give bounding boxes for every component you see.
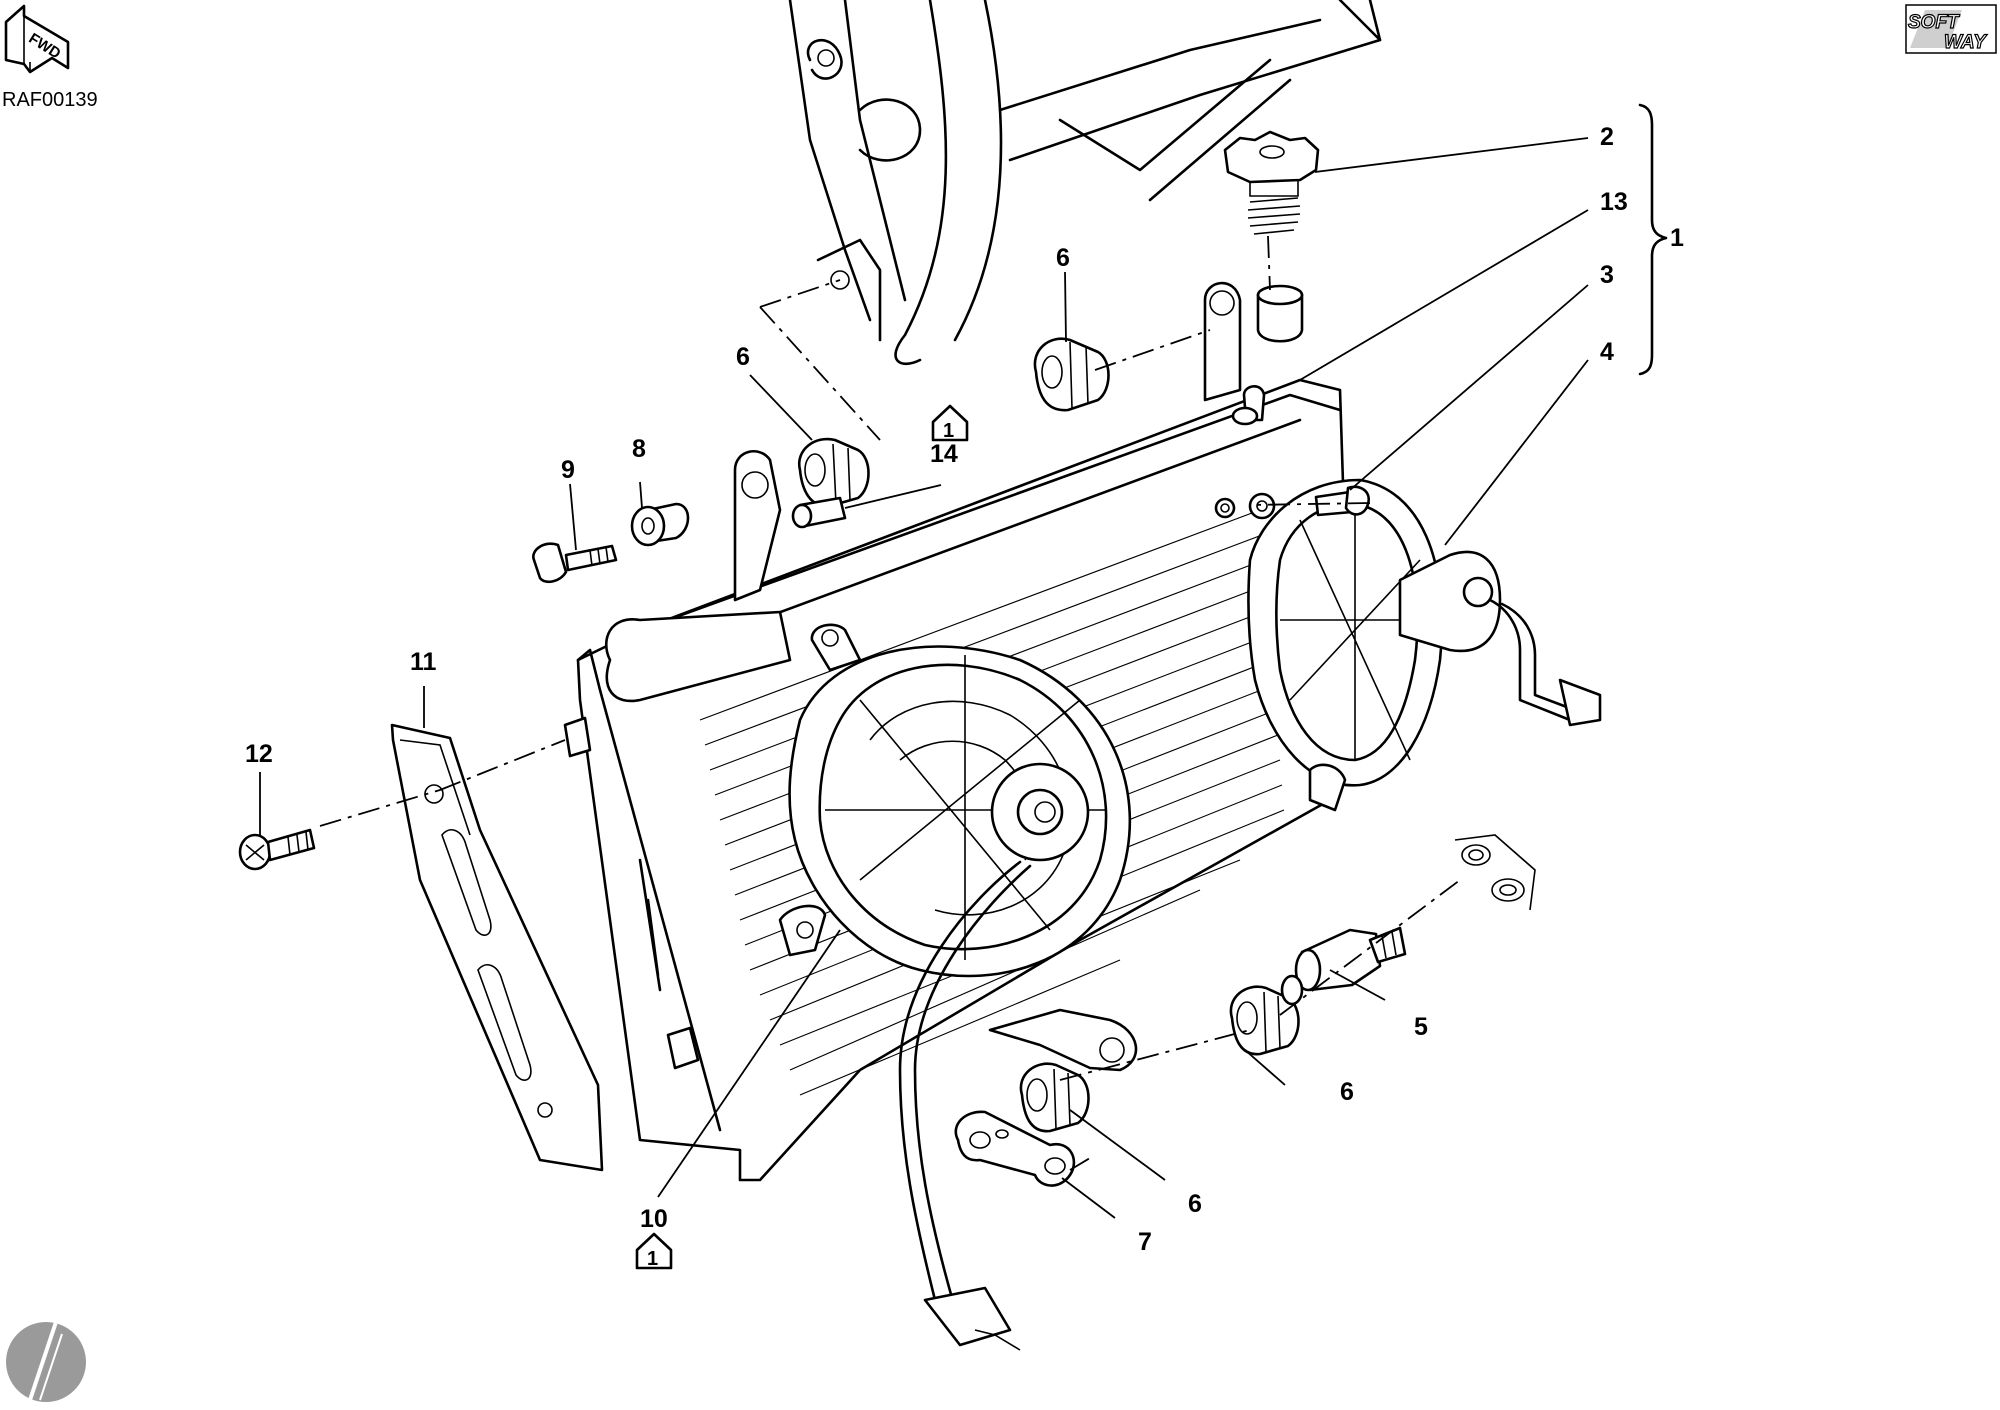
callout-3: 3: [1600, 261, 1614, 289]
fwd-arrow-icon: FWD: [4, 4, 70, 74]
callout-6-left: 6: [736, 343, 750, 371]
washer-part: [630, 502, 690, 547]
note-badge-bottom-label: 1: [647, 1248, 658, 1270]
callout-12: 12: [245, 740, 273, 768]
softway-logo: SOFT WAY: [1905, 4, 1997, 54]
grommet-lower-left: [1019, 1062, 1090, 1133]
logo-line-1: SOFT: [1908, 12, 1960, 33]
note-badge-bottom: 1: [635, 1232, 673, 1270]
callout-11: 11: [410, 648, 437, 676]
callout-5: 5: [1414, 1013, 1428, 1041]
spacer-part: [1280, 834, 1536, 1006]
callout-9: 9: [561, 456, 575, 484]
frame-outline: [788, 0, 1382, 366]
radiator-cap-part: [1223, 130, 1320, 235]
callouts: 2 13 3 4 1 6 6 14 8 9 11 12 5 6 6 7 10: [245, 123, 1684, 1256]
grommet-top: [1033, 337, 1110, 412]
callout-8: 8: [632, 435, 646, 463]
grommet-lower-right: [1229, 985, 1300, 1056]
pin-part: [791, 496, 847, 529]
note-badge-top: 1: [931, 404, 969, 442]
link-plate-part: [954, 1110, 1076, 1187]
diagram-code: RAF00139: [2, 89, 98, 111]
callout-1: 1: [1670, 224, 1684, 252]
fan-screw-parts: [1214, 385, 1370, 520]
callout-6-top: 6: [1056, 244, 1070, 272]
grommet-left: [797, 437, 870, 508]
assembly-lines: [319, 235, 1461, 1171]
callout-6-lower-left: 6: [1188, 1190, 1202, 1218]
note-badge-top-label: 1: [943, 420, 954, 442]
callout-7: 7: [1138, 1228, 1152, 1256]
callout-4: 4: [1600, 338, 1614, 366]
callout-6-lower-right: 6: [1340, 1078, 1354, 1106]
screw-part: [238, 828, 316, 871]
fan-assembly-rear: [1247, 478, 1602, 812]
bolt-part: [532, 542, 618, 584]
callout-10: 10: [640, 1205, 668, 1233]
callout-13: 13: [1600, 188, 1628, 216]
guard-plate-part: [390, 723, 604, 1172]
callout-14: 14: [930, 440, 958, 468]
callout-2: 2: [1600, 123, 1614, 151]
leader-lines: [259, 103, 1668, 1219]
disc-icon: [6, 1321, 86, 1402]
logo-line-2: WAY: [1944, 32, 1988, 53]
fan-assembly-front: [778, 623, 1132, 1351]
